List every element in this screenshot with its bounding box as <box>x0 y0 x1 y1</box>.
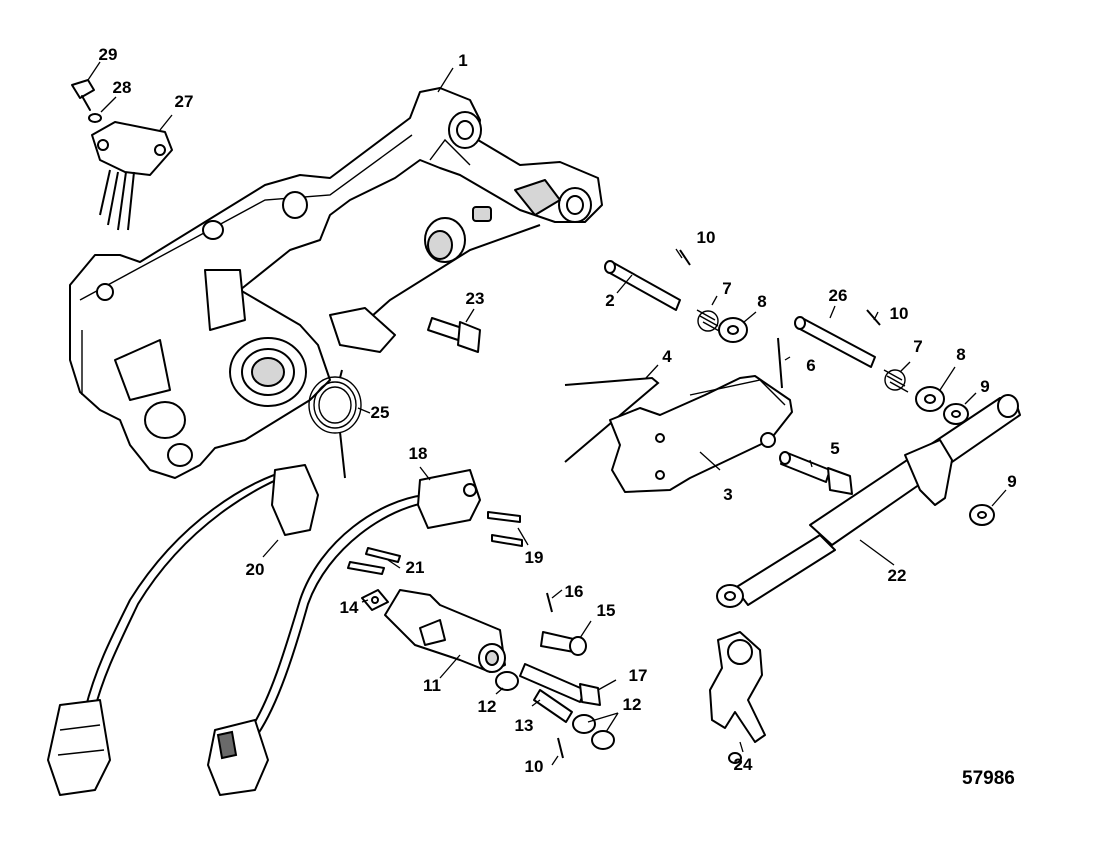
callout-29: 29 <box>99 45 118 64</box>
callout-12-right: 12 <box>623 695 642 714</box>
callout-6: 6 <box>806 356 815 375</box>
part-7-spring-right <box>883 369 909 393</box>
part-16-cotter-pin <box>546 592 553 613</box>
part-10-cotter-pin-upper <box>679 249 691 266</box>
callout-13: 13 <box>515 716 534 735</box>
part-6-cotter-pin <box>777 337 783 389</box>
callout-14: 14 <box>340 598 359 617</box>
callout-12-left: 12 <box>478 697 497 716</box>
part-8-washer-right <box>915 386 945 412</box>
callout-21: 21 <box>406 558 425 577</box>
part-15-pin <box>540 631 587 656</box>
figure-number: 57986 <box>962 768 1015 789</box>
callout-9-lower: 9 <box>1007 472 1016 491</box>
callout-20: 20 <box>246 560 265 579</box>
part-9-washers <box>943 403 995 526</box>
callout-8-left: 8 <box>757 292 766 311</box>
callout-10-right: 10 <box>890 304 909 323</box>
callout-10-upper: 10 <box>697 228 716 247</box>
callout-11: 11 <box>423 676 441 695</box>
part-23-bolt <box>427 317 481 353</box>
callout-24: 24 <box>734 755 753 774</box>
callout-9-upper: 9 <box>980 377 989 396</box>
part-22-cylinder <box>716 394 1021 608</box>
part-19-screws <box>487 511 523 547</box>
part-28-washer <box>88 113 102 123</box>
callout-7-right: 7 <box>913 337 922 356</box>
callout-2: 2 <box>605 291 614 310</box>
callout-10-lower: 10 <box>525 757 544 776</box>
part-2-shaft <box>604 260 681 311</box>
callout-18: 18 <box>409 444 428 463</box>
part-25-coil-spring <box>308 369 362 479</box>
callout-16: 16 <box>565 582 584 601</box>
callout-17: 17 <box>629 666 648 685</box>
part-11-lever-arm <box>384 589 506 673</box>
part-5-bolt <box>779 451 853 495</box>
callouts: 1 2 3 4 5 6 7 7 8 8 9 9 10 10 10 11 12 1… <box>99 45 1017 776</box>
callout-15: 15 <box>597 601 616 620</box>
part-27-sensor <box>91 121 173 231</box>
callout-27: 27 <box>175 92 194 111</box>
callout-3: 3 <box>723 485 732 504</box>
part-20-connector-harness <box>47 464 319 796</box>
part-7-spring-left <box>696 309 722 333</box>
callout-23: 23 <box>466 289 485 308</box>
callout-19: 19 <box>525 548 544 567</box>
part-12-washers <box>495 671 615 750</box>
part-26-shaft <box>794 316 876 368</box>
part-10-cotter-pin-right <box>866 309 881 326</box>
part-29-screw <box>71 79 95 111</box>
part-24-linkage <box>709 631 766 764</box>
leader-lines <box>87 61 1007 766</box>
part-3-bellcrank <box>609 375 793 493</box>
part-21-screws <box>347 547 401 575</box>
callout-5: 5 <box>830 439 839 458</box>
callout-25: 25 <box>371 403 390 422</box>
part-10-cotter-pin-bottom <box>557 737 564 759</box>
callout-7-left: 7 <box>722 279 731 298</box>
callout-26: 26 <box>829 286 848 305</box>
part-14-nut <box>361 589 389 611</box>
callout-1: 1 <box>458 51 467 70</box>
part-13-stud <box>533 689 573 723</box>
part-8-washer-left <box>718 317 748 343</box>
callout-22: 22 <box>888 566 907 585</box>
part-18-connector-harness <box>207 469 481 796</box>
callout-8-right: 8 <box>956 345 965 364</box>
callout-4: 4 <box>662 347 672 366</box>
part-17-bolt <box>519 663 601 706</box>
callout-28: 28 <box>113 78 132 97</box>
part-1-bracket <box>69 87 603 479</box>
